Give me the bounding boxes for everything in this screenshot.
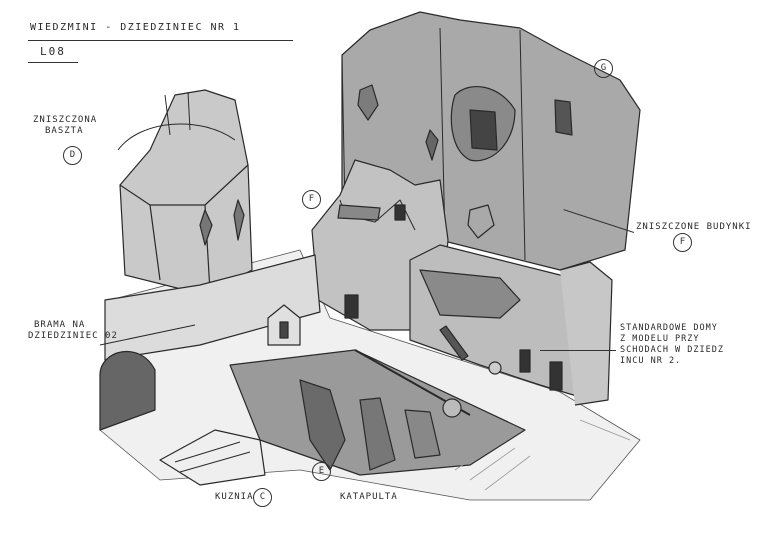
label-destroyed-buildings: ZNISZCZONE BUDYNKI bbox=[636, 222, 752, 232]
label-standard-houses: STANDARDOWE DOMY Z MODELU PRZY SCHODACH … bbox=[620, 323, 724, 367]
marker-d: D bbox=[63, 146, 82, 165]
label-houses-line4: INCU NR 2. bbox=[620, 356, 682, 366]
code-underline bbox=[28, 62, 78, 63]
label-gate-line2: DZIEDZINIEC 02 bbox=[28, 331, 118, 341]
destroyed-tower bbox=[119, 89, 253, 296]
label-houses-line2: Z MODELU PRZY bbox=[620, 334, 700, 344]
label-houses-line1: STANDARDOWE DOMY bbox=[620, 323, 718, 333]
curtain-wall bbox=[104, 254, 321, 361]
label-catapult: KATAPULTA bbox=[340, 492, 398, 502]
leader-houses bbox=[540, 350, 616, 351]
forge-platform bbox=[159, 429, 266, 486]
marker-f-left: F bbox=[302, 190, 321, 209]
label-houses-line3: SCHODACH W DZIEDZ bbox=[620, 345, 724, 355]
sheet-title: WIEDZMINI - DZIEDZINIEC NR 1 bbox=[30, 22, 241, 33]
marker-c: C bbox=[253, 488, 272, 507]
marker-g: G bbox=[594, 59, 613, 78]
sheet-code: L08 bbox=[40, 45, 66, 58]
marker-e: E bbox=[312, 462, 331, 481]
label-gate: BRAMA NA DZIEDZINIEC 02 bbox=[28, 320, 118, 342]
label-gate-line1: BRAMA NA bbox=[34, 320, 86, 330]
title-underline bbox=[28, 40, 293, 41]
marker-f-right: F bbox=[673, 233, 692, 252]
label-destroyed-tower: ZNISZCZONA BASZTA bbox=[33, 115, 97, 137]
label-destroyed-tower-line2: BASZTA bbox=[45, 126, 84, 136]
gate-arch bbox=[99, 351, 156, 431]
label-forge: KUZNIA bbox=[215, 492, 254, 502]
label-destroyed-tower-line1: ZNISZCZONA bbox=[33, 115, 98, 125]
